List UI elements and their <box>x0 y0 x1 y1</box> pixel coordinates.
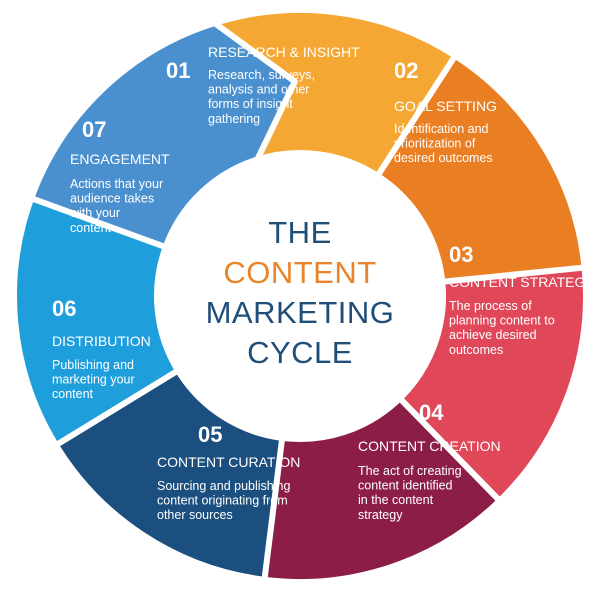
step-description-line: desired outcomes <box>394 151 493 165</box>
step-description-line: Actions that your <box>70 177 163 191</box>
step-title: CONTENT CURATION <box>157 454 300 470</box>
step-number: 06 <box>52 296 76 321</box>
step-description-line: content <box>52 387 94 401</box>
step-description-line: The process of <box>449 299 532 313</box>
step-description-line: with your <box>69 206 120 220</box>
center-title-line-3: MARKETING <box>206 295 395 330</box>
center-title: THE CONTENT MARKETING CYCLE <box>206 215 395 370</box>
step-title: GOAL SETTING <box>394 98 497 114</box>
step-01: 01 RESEARCH & INSIGHT Research, surveys,an… <box>166 44 360 126</box>
step-title: CONTENT STRATEGY <box>449 274 595 290</box>
step-number: 01 <box>166 58 190 83</box>
step-number: 02 <box>394 58 418 83</box>
step-description-line: content originating from <box>157 494 288 508</box>
step-title: RESEARCH & INSIGHT <box>208 44 360 60</box>
cycle-segments <box>11 7 589 585</box>
center-title-line-1: THE <box>268 215 332 250</box>
step-description-line: analysis and other <box>208 83 309 97</box>
step-description-line: gathering <box>208 112 260 126</box>
step-description-line: The act of creating <box>358 464 462 478</box>
step-description-line: strategy <box>358 508 403 522</box>
step-description-line: other sources <box>157 508 233 522</box>
step-description-line: Identification and <box>394 122 489 136</box>
step-description-line: in the content <box>358 493 434 507</box>
step-title: ENGAGEMENT <box>70 151 170 167</box>
step-description-line: marketing your <box>52 373 135 387</box>
step-labels: 01 RESEARCH & INSIGHT Research, surveys,an… <box>52 44 595 522</box>
step-description-line: audience takes <box>70 192 154 206</box>
step-description-line: content identified <box>358 479 453 493</box>
step-description-line: forms of insight <box>208 97 293 111</box>
step-number: 03 <box>449 242 473 267</box>
center-title-line-4: CYCLE <box>247 335 353 370</box>
center-circle <box>155 151 445 441</box>
step-description-line: Publishing and <box>52 358 134 372</box>
step-description-line: achieve desired <box>449 328 537 342</box>
step-description-line: outcomes <box>449 343 503 357</box>
step-number: 07 <box>82 117 106 142</box>
step-description-line: planning content to <box>449 314 555 328</box>
step-description-line: Research, surveys, <box>208 68 315 82</box>
step-number: 04 <box>419 400 444 425</box>
center-title-line-2: CONTENT <box>223 255 376 290</box>
step-description-line: prioritization of <box>394 137 476 151</box>
step-title: CONTENT CREATION <box>358 438 501 454</box>
step-description-line: Sourcing and publishing <box>157 479 290 493</box>
step-title: DISTRIBUTION <box>52 333 151 349</box>
step-number: 05 <box>198 422 222 447</box>
step-description-line: content <box>70 221 112 235</box>
